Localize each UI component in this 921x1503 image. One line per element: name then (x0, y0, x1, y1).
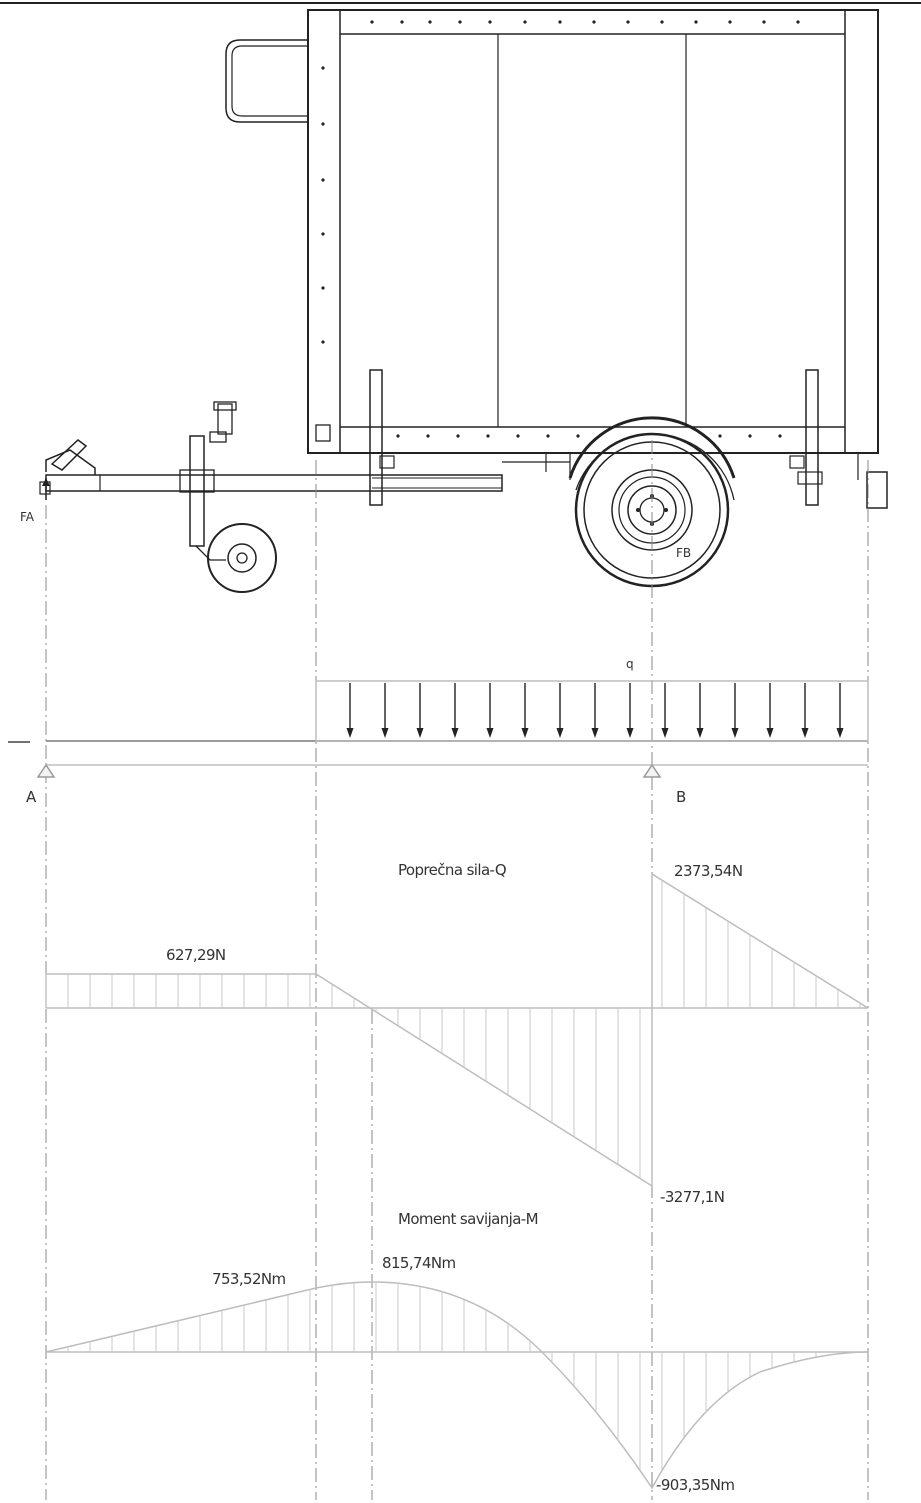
stake-right (805, 369, 819, 506)
support-a (36, 763, 56, 778)
drawbar (45, 474, 503, 492)
main-wheel (568, 416, 736, 588)
distributed-load-arrows (346, 683, 844, 738)
force-b-label: FB (676, 546, 691, 560)
shear-value-left: 627,29N (166, 946, 226, 964)
moment-title: Moment savijanja-M (398, 1210, 538, 1228)
support-a-label: A (26, 788, 37, 806)
force-a-label: FA (20, 510, 35, 524)
beam-model: q A B (8, 657, 869, 806)
load-q-label: q (626, 657, 634, 671)
box-outer (307, 9, 879, 454)
trailer-drawing: FA FB (20, 9, 888, 593)
moment-value-max: 815,74Nm (382, 1254, 456, 1272)
shear-outline (45, 872, 869, 1188)
moment-value-load-start: 753,52Nm (212, 1270, 286, 1288)
projection-lines (45, 440, 869, 1500)
moment-value-b: -903,35Nm (656, 1476, 734, 1494)
shear-value-b-right: 2373,54N (674, 862, 742, 880)
distributed-load-box (315, 680, 869, 742)
jockey-wheel (179, 401, 277, 593)
rivets (321, 20, 800, 438)
box-handle (225, 39, 308, 123)
coupling (45, 449, 96, 475)
shear-title: Poprečna sila-Q (398, 861, 506, 879)
moment-diagram: Moment savijanja-M 753,52Nm 815,74Nm -90… (45, 1210, 869, 1494)
shear-value-b-left: -3277,1N (660, 1188, 724, 1206)
support-b (642, 763, 662, 778)
support-b-label: B (676, 788, 686, 806)
shear-diagram: Poprečna sila-Q 627,29N 2373,54N -3277,1… (45, 861, 869, 1206)
stake-left (369, 369, 383, 506)
moment-outline (45, 1281, 869, 1490)
